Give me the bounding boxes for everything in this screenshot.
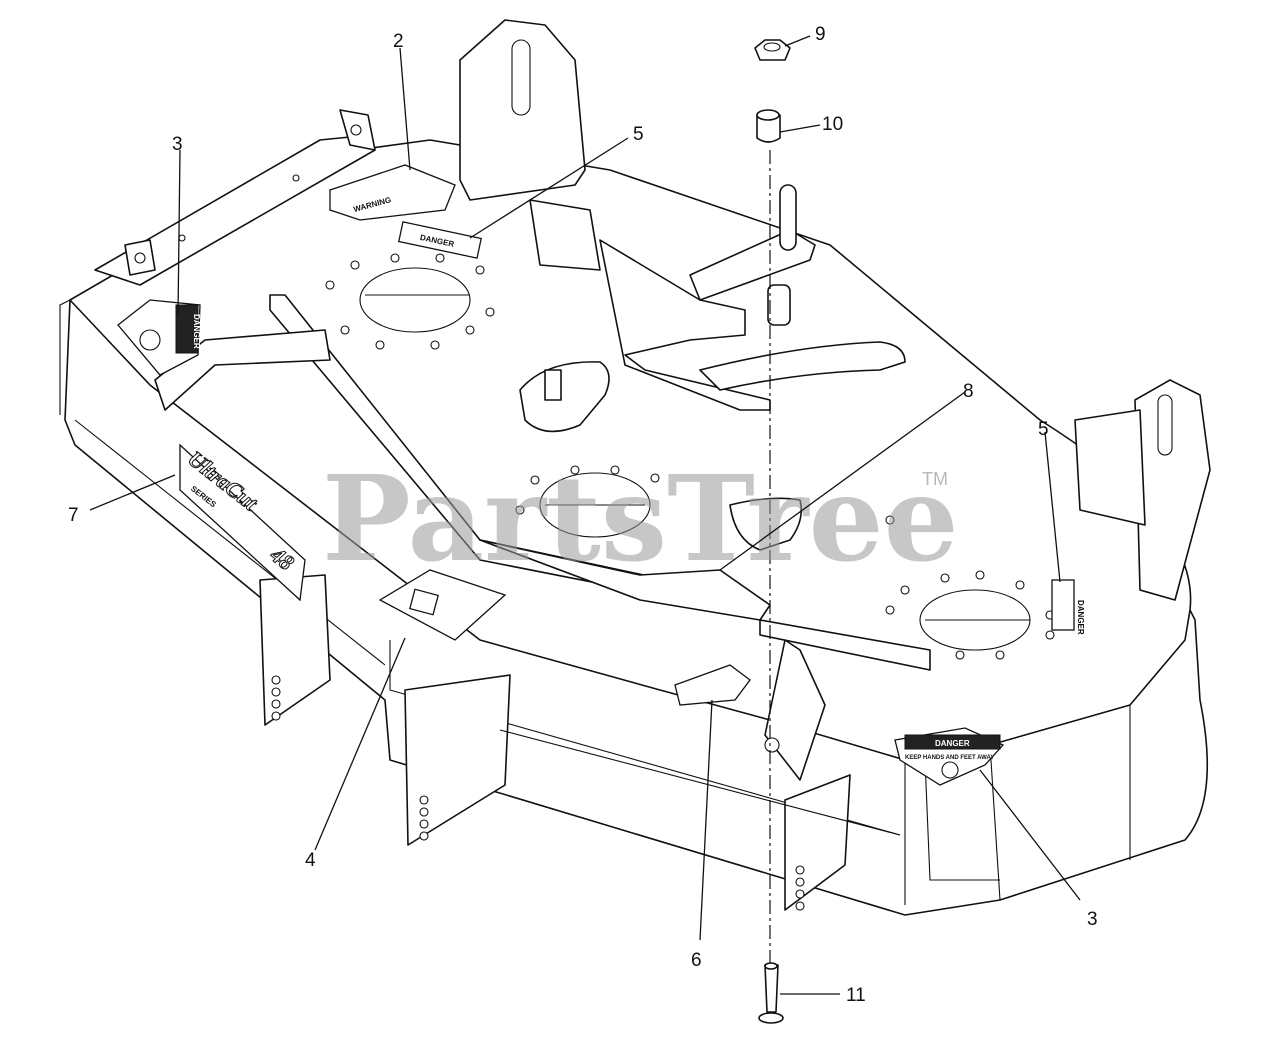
callout-8: 8: [963, 381, 974, 402]
leader-7: [89, 474, 176, 511]
carriage-bolt: [758, 962, 784, 1024]
leader-10: [779, 124, 821, 133]
callout-5-top: 5: [633, 124, 644, 145]
danger-badge-right-subtext: KEEP HANDS AND FEET AWAY: [905, 755, 994, 761]
rear-rail: [94, 109, 376, 286]
rear-mount-bracket-left: [459, 19, 601, 271]
danger-decal-small-right-text: DANGER: [1076, 600, 1085, 635]
callout-4: 4: [305, 850, 316, 871]
callout-10: 10: [822, 114, 843, 135]
danger-badge-right-text: DANGER: [935, 739, 970, 748]
leader-2: [399, 47, 411, 171]
danger-badge-left: DANGER: [117, 299, 201, 376]
danger-badge-left-text: DANGER: [192, 314, 201, 349]
leader-4: [314, 637, 406, 851]
callout-6: 6: [691, 950, 702, 971]
rear-mount-bracket-right: [1074, 379, 1211, 601]
spindle-openings: [359, 267, 1031, 651]
warning-decal: WARNING: [329, 164, 456, 221]
leader-3-right: [979, 769, 1081, 901]
watermark-text: PartsTree: [322, 449, 959, 588]
flange-nut: [754, 39, 791, 61]
idler-mount-bracket: [689, 184, 816, 326]
callout-2: 2: [393, 31, 404, 52]
front-trim-rails: [259, 574, 901, 911]
info-decal-center: [378, 569, 507, 641]
callout-11: 11: [846, 985, 866, 1006]
callout-5-right: 5: [1038, 419, 1049, 440]
belt-cover-plate: [154, 239, 931, 671]
callout-3-right: 3: [1087, 909, 1098, 930]
leader-8: [719, 391, 966, 571]
watermark-trademark: TM: [922, 469, 948, 489]
leader-lines: [89, 35, 1081, 995]
spacer-bushing: [756, 109, 781, 143]
danger-decal-small-top: DANGER: [398, 221, 482, 259]
leader-5-top: [469, 137, 629, 239]
callout-3-left: 3: [172, 134, 183, 155]
danger-decal-small-right: DANGER: [1051, 579, 1085, 635]
leader-3-left: [177, 149, 181, 316]
partstree-watermark: PartsTree TM: [322, 449, 959, 588]
leader-6: [699, 699, 713, 941]
callout-9: 9: [815, 24, 826, 45]
leader-9: [784, 35, 811, 47]
leader-5-right: [1044, 431, 1061, 583]
callout-7: 7: [68, 505, 79, 526]
info-decal-front: [674, 664, 751, 706]
callout-labels: 2 3 5 9 10 8 5 7 4 6 3 11: [68, 24, 1098, 1006]
danger-badge-right: DANGER KEEP HANDS AND FEET AWAY: [894, 727, 1005, 786]
idler-arm: [519, 341, 906, 551]
